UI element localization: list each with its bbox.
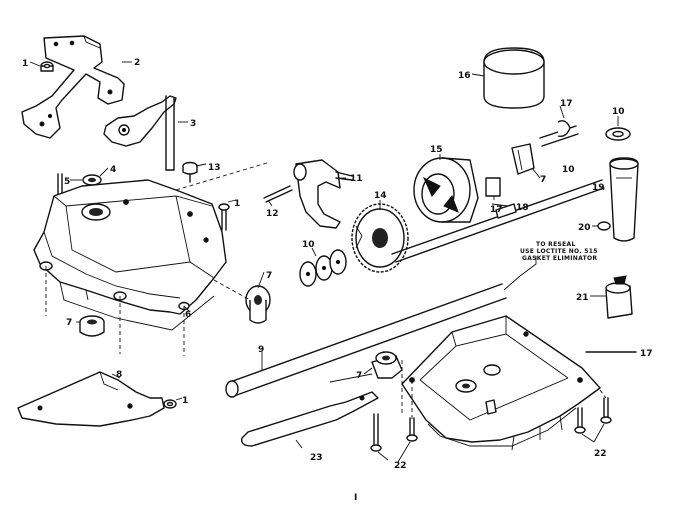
note-line-3: GASKET ELIMINATOR xyxy=(522,255,597,262)
nut-part-1-top xyxy=(40,61,54,72)
callout-10a: 10 xyxy=(302,240,315,250)
callout-7a: 7 xyxy=(66,318,72,328)
leader-lines xyxy=(29,61,619,463)
lower-housing xyxy=(401,315,637,451)
callout-9: 9 xyxy=(258,345,264,355)
screws-part-22-right xyxy=(574,397,612,434)
fork-part-11 xyxy=(293,159,353,229)
callout-7b: 7 xyxy=(266,271,272,281)
callout-6: 6 xyxy=(185,310,191,320)
pin-part-5 xyxy=(57,173,63,197)
shaft-upper xyxy=(391,179,605,263)
nut-part-1-plate xyxy=(163,399,177,409)
callout-17b: 17 xyxy=(490,205,503,215)
screw-part-1-housing xyxy=(218,203,230,231)
cap-part-16 xyxy=(483,47,545,109)
callout-7d: 7 xyxy=(356,371,362,381)
callout-22b: 22 xyxy=(594,449,607,459)
housing-top-part-6 xyxy=(33,179,227,356)
callout-11: 11 xyxy=(350,174,363,184)
blade-part-23 xyxy=(241,373,379,447)
callout-13: 13 xyxy=(208,163,221,173)
washer-part-4 xyxy=(82,174,102,186)
bushing-part-7-left xyxy=(79,315,105,337)
bushing-part-7-center xyxy=(245,285,271,324)
callout-7c: 7 xyxy=(540,175,546,185)
callout-12: 12 xyxy=(266,209,279,219)
callout-17a: 17 xyxy=(560,99,573,109)
clutch-part-15 xyxy=(413,157,479,223)
alignment-lines xyxy=(175,161,607,420)
callout-10c: 10 xyxy=(612,107,625,117)
screws-part-22-left xyxy=(370,413,418,452)
note-line-2: USE LOCTITE NO. 515 xyxy=(520,248,598,255)
callout-22a: 22 xyxy=(394,461,407,471)
callout-3: 3 xyxy=(190,119,196,129)
callout-17c: 17 xyxy=(640,349,653,359)
washer-part-10-right xyxy=(605,127,631,141)
bushing-part-21 xyxy=(605,275,633,319)
callout-10b: 10 xyxy=(562,165,575,175)
callout-1c: 1 xyxy=(182,396,188,406)
shift-lever-part-3 xyxy=(103,95,177,171)
key-part-17 xyxy=(485,177,501,197)
callout-14: 14 xyxy=(374,191,387,201)
washers-part-10-center xyxy=(299,249,347,287)
pin-part-12 xyxy=(263,185,293,203)
footer-mark: I xyxy=(354,493,357,503)
callout-labels: 1 2 3 5 4 13 1 6 7 8 1 12 11 14 10 7 9 1… xyxy=(22,58,653,471)
note-line-1: TO RESEAL xyxy=(536,241,576,248)
callout-1b: 1 xyxy=(234,199,240,209)
callout-1a: 1 xyxy=(22,59,28,69)
ring-part-20 xyxy=(597,221,611,231)
callout-15: 15 xyxy=(430,145,443,155)
pin-part-19 xyxy=(609,157,639,242)
callout-19: 19 xyxy=(592,183,605,193)
plate-part-8 xyxy=(17,371,165,427)
gear-part-14 xyxy=(351,203,409,273)
callout-5: 5 xyxy=(64,177,70,187)
callout-8: 8 xyxy=(116,370,122,380)
callout-2: 2 xyxy=(134,58,140,68)
bushing-part-7-lower xyxy=(371,351,403,379)
callout-18: 18 xyxy=(516,203,529,213)
callout-4: 4 xyxy=(110,165,116,175)
axle-with-clip xyxy=(539,120,579,147)
callout-20: 20 xyxy=(578,223,591,233)
bracket-part-2 xyxy=(21,35,125,139)
knob-part-13 xyxy=(182,161,198,183)
bushing-part-7-right xyxy=(511,143,535,175)
reseal-note: TO RESEAL USE LOCTITE NO. 515 GASKET ELI… xyxy=(520,241,598,262)
callout-16: 16 xyxy=(458,71,471,81)
callout-23: 23 xyxy=(310,453,323,463)
shaft-part-9 xyxy=(225,283,507,398)
callout-21: 21 xyxy=(576,293,589,303)
